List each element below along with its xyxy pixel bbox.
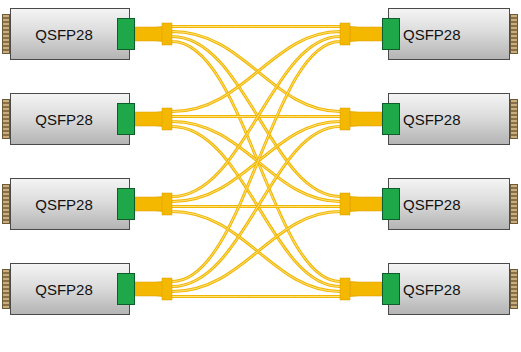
fiber-core (135, 122, 382, 288)
latch-end (510, 14, 518, 54)
fiber-core (135, 35, 382, 201)
latch-end (510, 269, 518, 309)
fiber-outline (135, 122, 382, 288)
cable-stub (350, 27, 382, 41)
fiber-core (135, 122, 382, 288)
breakout-boot (162, 193, 172, 215)
qsfp28-module: QSFP28 (382, 8, 519, 60)
fiber-strand (135, 37, 382, 286)
text-holder: QSFP28 (12, 93, 116, 145)
breakout-boot (340, 23, 350, 45)
mpo-connector (382, 18, 400, 50)
cable-stub (135, 112, 165, 126)
module-label: QSFP28 (403, 281, 461, 298)
cable-stub (135, 282, 165, 296)
fiber-outline (135, 35, 382, 201)
latch-end (510, 184, 518, 224)
module-label: QSFP28 (403, 196, 461, 213)
fiber-outline (135, 37, 382, 286)
fiber-strand (135, 122, 382, 288)
fiber-strand (135, 35, 382, 201)
text-holder: QSFP28 (401, 93, 511, 145)
mpo-connector (382, 273, 400, 305)
mpo-connector (117, 18, 135, 50)
text-holder: QSFP28 (12, 178, 116, 230)
fiber-strand (135, 37, 382, 286)
latch-end (2, 184, 10, 224)
cable-stub (350, 197, 382, 211)
breakout-boot (162, 23, 172, 45)
mpo-connector (382, 103, 400, 135)
mpo-connector (117, 188, 135, 220)
cable-stub (135, 27, 165, 41)
fiber-core (135, 35, 382, 201)
fiber-core (135, 37, 382, 286)
qsfp28-module: QSFP28 (382, 263, 519, 315)
text-holder: QSFP28 (12, 263, 116, 315)
latch-end (510, 99, 518, 139)
qsfp28-module: QSFP28 (382, 178, 519, 230)
cable-stub (350, 112, 382, 126)
latch-end (2, 269, 10, 309)
fiber-core (135, 37, 382, 286)
qsfp28-module: QSFP28 (2, 178, 135, 230)
module-label: QSFP28 (403, 26, 461, 43)
latch-end (2, 14, 10, 54)
module-label: QSFP28 (35, 196, 93, 213)
fiber-outline (135, 37, 382, 286)
latch-end (2, 99, 10, 139)
module-label: QSFP28 (35, 26, 93, 43)
breakout-boot (340, 193, 350, 215)
qsfp28-module: QSFP28 (382, 93, 519, 145)
breakout-boot (340, 278, 350, 300)
mpo-connector (117, 103, 135, 135)
fiber-strand (135, 35, 382, 201)
qsfp28-module: QSFP28 (2, 8, 135, 60)
module-label: QSFP28 (35, 111, 93, 128)
breakout-boot (340, 108, 350, 130)
text-holder: QSFP28 (401, 263, 511, 315)
qsfp28-module: QSFP28 (2, 263, 135, 315)
module-label: QSFP28 (35, 281, 93, 298)
mpo-connector (382, 188, 400, 220)
fiber-outline (135, 35, 382, 201)
fiber-strand (135, 122, 382, 288)
cable-stub (350, 282, 382, 296)
text-holder: QSFP28 (401, 8, 511, 60)
text-holder: QSFP28 (401, 178, 511, 230)
text-holder: QSFP28 (12, 8, 116, 60)
fiber-outline (135, 122, 382, 288)
breakout-boot (162, 108, 172, 130)
breakout-boot (162, 278, 172, 300)
mpo-connector (117, 273, 135, 305)
qsfp28-module: QSFP28 (2, 93, 135, 145)
module-label: QSFP28 (403, 111, 461, 128)
cable-stub (135, 197, 165, 211)
